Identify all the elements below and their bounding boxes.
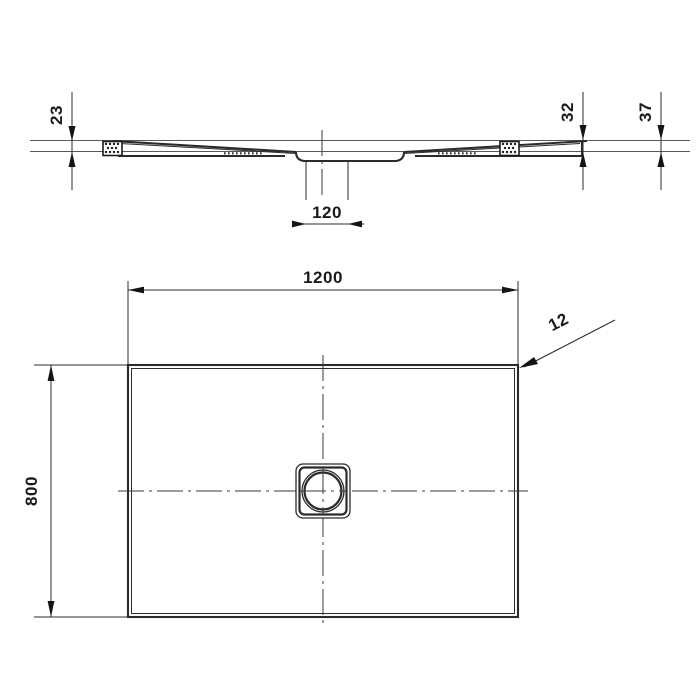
dimension-120: 120 (292, 203, 364, 228)
dim-12-leader-line (523, 319, 616, 368)
dim-120-arrow-right (348, 220, 362, 228)
dim-1200-arrow-right (502, 286, 518, 294)
tray-inner-ramp-left (119, 143, 297, 154)
dimension-1200: 1200 (127, 268, 519, 368)
dimension-32: 32 (558, 92, 587, 190)
dim-800-label: 800 (22, 476, 41, 506)
dim-120-label: 120 (312, 203, 342, 222)
tray-inner-ramp-right (403, 143, 581, 154)
dim-23-label: 23 (47, 105, 66, 125)
support-foot-left (102, 140, 123, 157)
dim-32-arrow-top (579, 125, 587, 140)
drain-outlet-section (294, 151, 406, 200)
dim-1200-arrow-left (128, 286, 144, 294)
drain-plan (295, 463, 351, 519)
drain-square-inner (298, 466, 348, 516)
dim-120-arrow-left (292, 220, 306, 228)
tray-top-surface-left (112, 139, 297, 154)
dim-800-arrow-bottom (47, 601, 55, 617)
dim-32-arrow-bottom (579, 152, 587, 167)
dim-12-arrowhead (519, 357, 538, 368)
dim-32-label: 32 (558, 102, 577, 122)
dimension-37: 37 (636, 92, 665, 190)
drain-outlet-neck (294, 151, 406, 163)
plan-view: 1200 800 12 (22, 268, 616, 627)
dim-37-arrow-bottom (657, 152, 665, 167)
dimension-12: 12 (519, 309, 616, 368)
dim-37-arrow-top (657, 125, 665, 140)
dim-1200-label: 1200 (303, 268, 343, 287)
dim-23-arrow-bottom (68, 152, 76, 167)
dimension-800: 800 (22, 364, 128, 618)
dim-12-label: 12 (545, 309, 571, 335)
dim-37-label: 37 (636, 102, 655, 122)
tray-section-profile (112, 139, 588, 158)
support-foot-right (499, 140, 520, 157)
dim-23-arrow-top (68, 126, 76, 141)
tray-top-surface-right (403, 139, 588, 154)
dimension-23: 23 (47, 92, 76, 190)
section-view: 23 120 32 37 (30, 92, 690, 228)
dim-800-arrow-top (47, 365, 55, 381)
